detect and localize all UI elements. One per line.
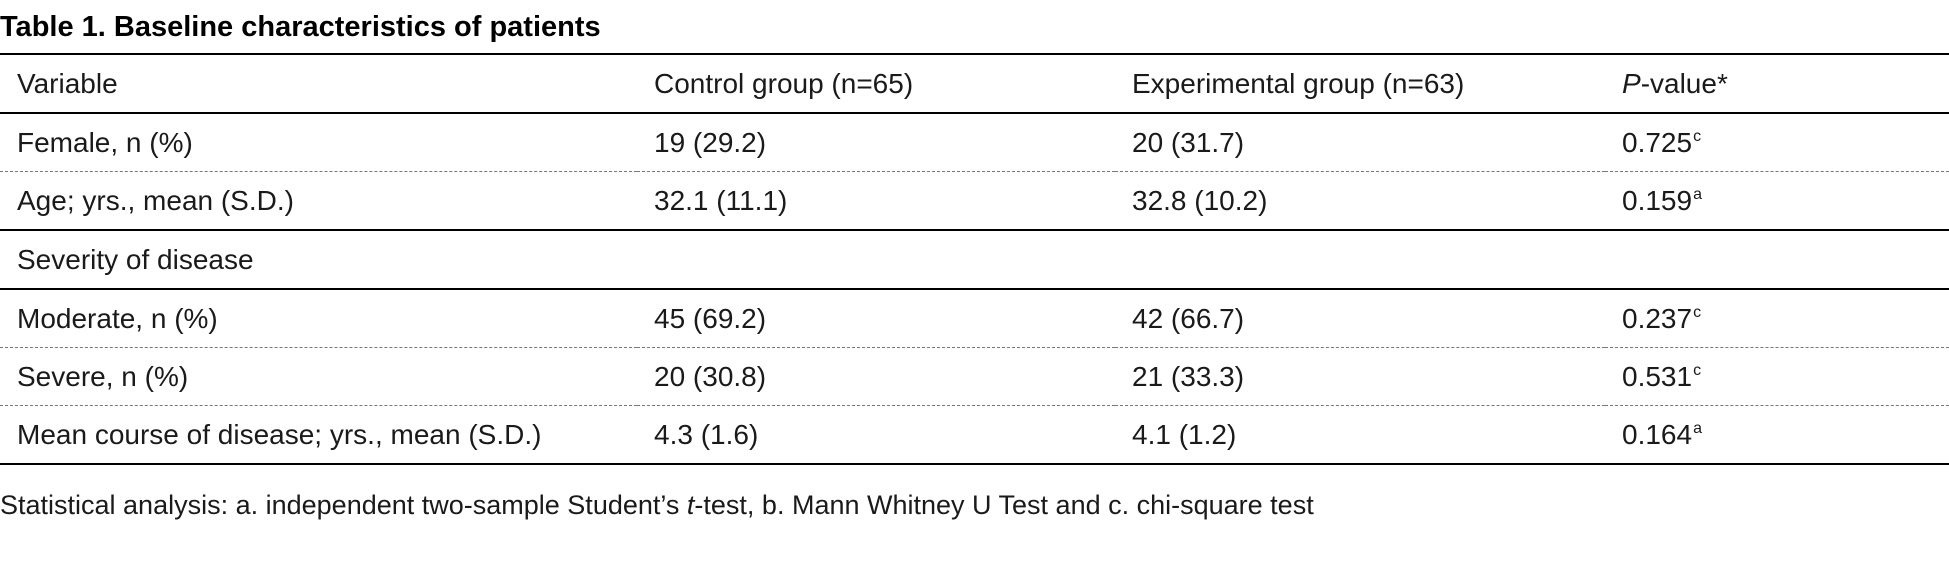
cell-experimental: 21 (33.3) (1115, 347, 1605, 406)
table-row: Moderate, n (%) 45 (69.2) 42 (66.7) 0.23… (0, 289, 1949, 348)
table-row: Mean course of disease; yrs., mean (S.D.… (0, 405, 1949, 465)
footnote-text-before: Statistical analysis: a. independent two… (0, 490, 687, 520)
table-row: Severe, n (%) 20 (30.8) 21 (33.3) 0.531c (0, 347, 1949, 406)
cell-variable: Severe, n (%) (0, 347, 637, 406)
cell-variable: Age; yrs., mean (S.D.) (0, 171, 637, 231)
cell-control: 20 (30.8) (637, 347, 1115, 406)
cell-experimental: 4.1 (1.2) (1115, 405, 1605, 465)
cell-pvalue: 0.531c (1605, 347, 1949, 406)
cell-pvalue: 0.237c (1605, 289, 1949, 348)
pvalue-number: 0.164 (1622, 418, 1693, 450)
pvalue-number: 0.237 (1622, 302, 1693, 334)
table-row: Female, n (%) 19 (29.2) 20 (31.7) 0.725c (0, 113, 1949, 172)
footnote-text-after: -test, b. Mann Whitney U Test and c. chi… (694, 490, 1314, 520)
pvalue-superscript: c (1693, 303, 1702, 321)
cell-pvalue: 0.164a (1605, 405, 1949, 465)
pvalue-number: 0.725 (1622, 126, 1693, 158)
table-row: Age; yrs., mean (S.D.) 32.1 (11.1) 32.8 … (0, 171, 1949, 231)
cell-section-heading: Severity of disease (0, 230, 1949, 290)
cell-experimental: 42 (66.7) (1115, 289, 1605, 348)
cell-experimental: 32.8 (10.2) (1115, 171, 1605, 231)
cell-pvalue: 0.725c (1605, 113, 1949, 172)
cell-control: 19 (29.2) (637, 113, 1115, 172)
pvalue-number: 0.531 (1622, 360, 1693, 392)
cell-variable: Female, n (%) (0, 113, 637, 172)
cell-variable: Moderate, n (%) (0, 289, 637, 348)
cell-pvalue: 0.159a (1605, 171, 1949, 231)
table-footnote: Statistical analysis: a. independent two… (0, 487, 1314, 523)
pvalue-superscript: a (1693, 185, 1702, 203)
cell-control: 32.1 (11.1) (637, 171, 1115, 231)
cell-control: 4.3 (1.6) (637, 405, 1115, 465)
cell-variable: Mean course of disease; yrs., mean (S.D.… (0, 405, 637, 465)
cell-experimental: 20 (31.7) (1115, 113, 1605, 172)
header-control: Control group (n=65) (637, 53, 1115, 114)
header-variable: Variable (0, 53, 637, 114)
footnote-italic-t: t (686, 490, 695, 520)
header-pvalue-italic: P (1622, 67, 1641, 99)
table-caption: Table 1. Baseline characteristics of pat… (0, 11, 601, 43)
pvalue-number: 0.159 (1622, 184, 1693, 216)
header-row: Variable Control group (n=65) Experiment… (0, 53, 1949, 114)
pvalue-superscript: c (1693, 361, 1702, 379)
pvalue-superscript: c (1693, 127, 1702, 145)
header-pvalue: P-value* (1605, 53, 1949, 114)
header-pvalue-rest: -value* (1640, 67, 1728, 99)
pvalue-superscript: a (1693, 419, 1702, 437)
baseline-table: Variable Control group (n=65) Experiment… (0, 53, 1949, 465)
cell-control: 45 (69.2) (637, 289, 1115, 348)
table-row-section: Severity of disease (0, 230, 1949, 290)
header-experimental: Experimental group (n=63) (1115, 53, 1605, 114)
